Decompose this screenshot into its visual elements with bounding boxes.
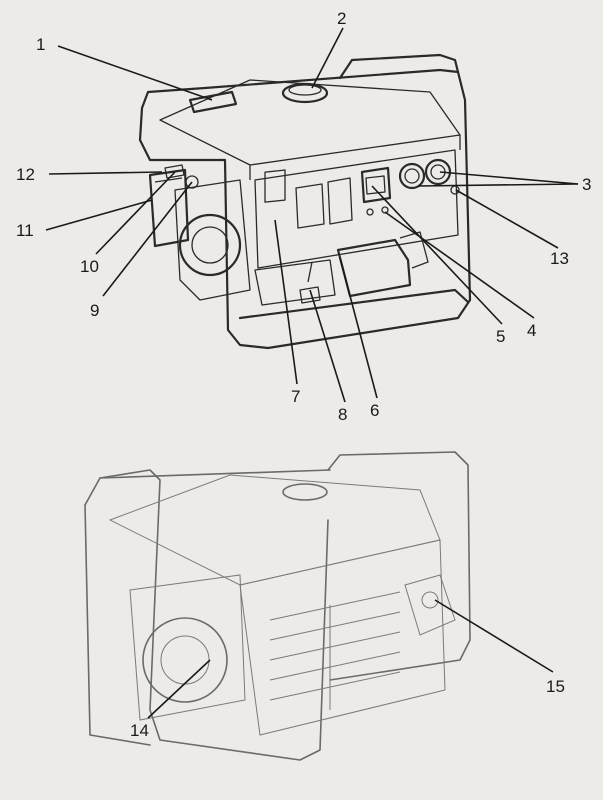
leader-2 xyxy=(311,27,344,89)
rear-fuel-cap xyxy=(282,483,328,501)
callout-11: 11 xyxy=(16,221,34,240)
callout-12: 12 xyxy=(16,165,35,184)
leader-1 xyxy=(57,45,213,101)
callout-15: 15 xyxy=(546,677,565,696)
leader-12 xyxy=(48,171,163,175)
leader-15 xyxy=(434,599,554,673)
leader-3b xyxy=(417,183,579,187)
callout-13: 13 xyxy=(550,249,569,268)
fuel-valve xyxy=(164,164,185,179)
cooling-louvres xyxy=(269,591,401,701)
leader-10 xyxy=(95,171,176,255)
fuel-cap xyxy=(281,82,329,104)
leader-6 xyxy=(339,257,378,399)
control-panel xyxy=(254,149,459,269)
fuel-tank xyxy=(159,79,461,166)
leader-14 xyxy=(147,659,211,719)
callout-14: 14 xyxy=(130,721,149,740)
ground-terminal xyxy=(366,208,374,216)
oil-dipstick xyxy=(307,261,313,283)
panel-cover xyxy=(295,183,325,229)
leader-5 xyxy=(371,185,503,325)
rear-frame-tube xyxy=(84,469,329,761)
ac-socket-left xyxy=(398,162,426,190)
rear-fuel-tank xyxy=(108,474,441,586)
leader-13 xyxy=(455,189,559,249)
generator-front-view xyxy=(138,53,472,350)
voltmeter xyxy=(360,166,392,204)
frame-tube xyxy=(138,68,472,350)
engine-block xyxy=(174,179,251,301)
generator-rear-view xyxy=(84,451,471,761)
alternator-housing xyxy=(254,259,336,306)
rear-body xyxy=(239,539,446,736)
rear-engine-side xyxy=(129,574,246,721)
leader-3a xyxy=(439,171,579,185)
callout-7: 7 xyxy=(291,387,300,406)
callout-4: 4 xyxy=(527,321,536,340)
leader-lines xyxy=(45,27,579,719)
callout-3: 3 xyxy=(582,175,591,194)
leader-8 xyxy=(309,289,346,403)
ac-socket-right xyxy=(424,158,452,186)
callout-8: 8 xyxy=(338,405,347,424)
dc-output xyxy=(450,185,460,195)
callout-labels: 1 2 3 4 5 6 7 8 9 10 11 12 13 14 15 xyxy=(16,9,591,740)
callout-6: 6 xyxy=(370,401,379,420)
leader-11 xyxy=(45,199,153,231)
callout-2: 2 xyxy=(337,9,346,28)
callout-9: 9 xyxy=(90,301,99,320)
air-filter xyxy=(148,168,190,248)
callout-1: 1 xyxy=(36,35,45,54)
callout-5: 5 xyxy=(496,327,505,346)
frame-handle xyxy=(188,90,238,114)
rear-alternator xyxy=(142,617,228,703)
leader-7 xyxy=(274,219,298,385)
callout-10: 10 xyxy=(80,257,99,276)
oil-drain-plug xyxy=(299,286,321,304)
choke-lever xyxy=(185,175,199,189)
recoil-starter xyxy=(178,213,242,277)
rear-spark-plug xyxy=(404,574,456,636)
leader-4 xyxy=(384,211,535,319)
frame-rear-tube xyxy=(338,53,460,80)
leader-9 xyxy=(102,181,193,297)
frame-bottom-rail xyxy=(238,288,470,320)
